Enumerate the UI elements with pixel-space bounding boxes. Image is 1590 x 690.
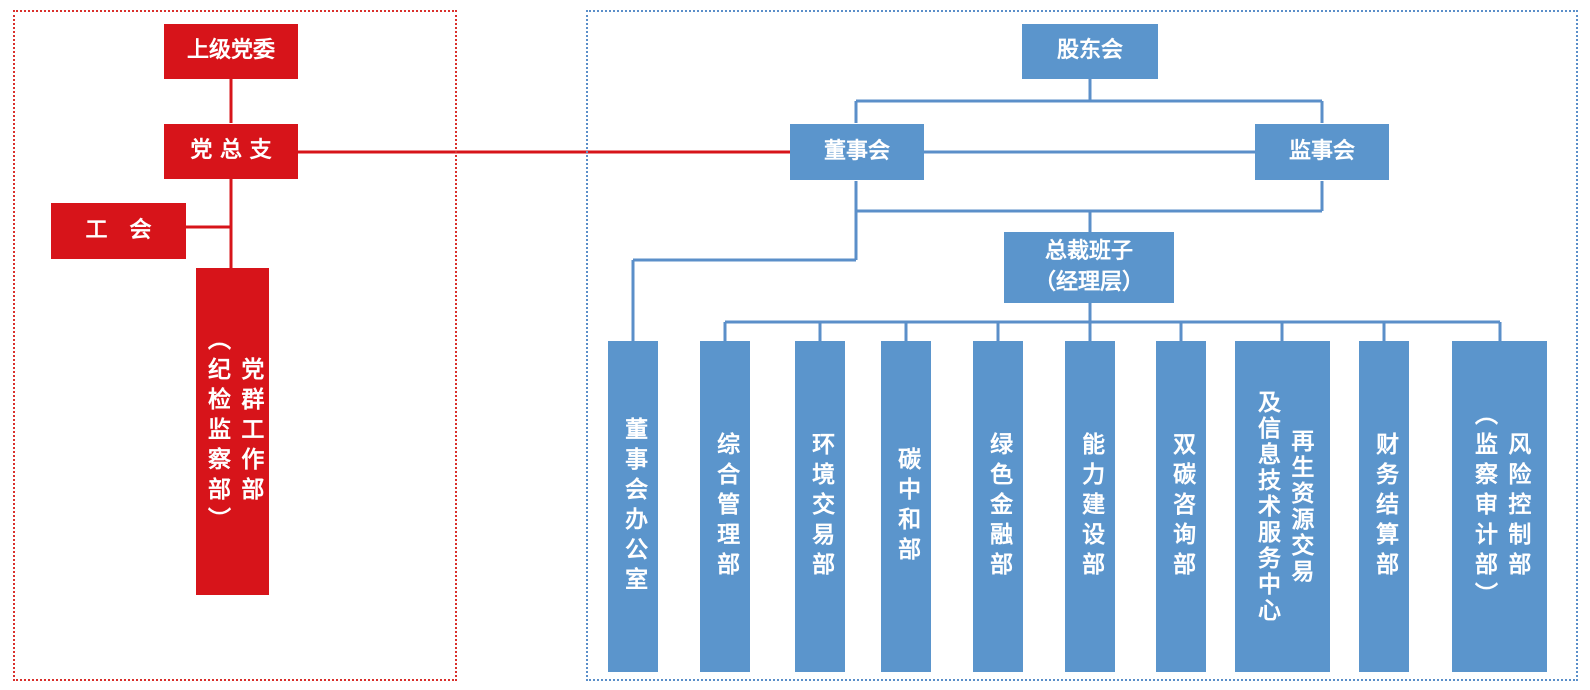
board-box: 董事会 (790, 124, 924, 180)
union-box: 工 会 (51, 203, 186, 259)
party-branch-box: 党 总 支 (164, 124, 298, 179)
shareholders-box: 股东会 (1022, 24, 1158, 79)
dept-capacity-building: 能力建设部 (1065, 341, 1115, 672)
party-section-frame (13, 10, 457, 681)
dept-dual-carbon-consulting: 双碳咨询部 (1156, 341, 1206, 672)
dept-green-finance: 绿色金融部 (973, 341, 1023, 672)
dept-carbon-neutral: 碳中和部 (881, 341, 931, 672)
dept-general-management: 综合管理部 (700, 341, 750, 672)
upper-committee-box: 上级党委 (164, 24, 298, 79)
management-box: 总裁班子 （经理层） (1004, 232, 1174, 303)
supervisors-box: 监事会 (1255, 124, 1389, 180)
corporate-section-frame (586, 10, 1578, 681)
dept-finance-settlement: 财务结算部 (1359, 341, 1409, 672)
party-work-dept-box: 党群工作部 （纪检监察部） (196, 268, 269, 595)
dept-risk-control: 风险控制部 （监察审计部） (1452, 341, 1547, 672)
dept-renewable-resources-center: 再生资源交易 及信息技术服务中心 (1235, 341, 1330, 672)
dept-board-office: 董事会办公室 (608, 341, 658, 672)
dept-environment-trading: 环境交易部 (795, 341, 845, 672)
